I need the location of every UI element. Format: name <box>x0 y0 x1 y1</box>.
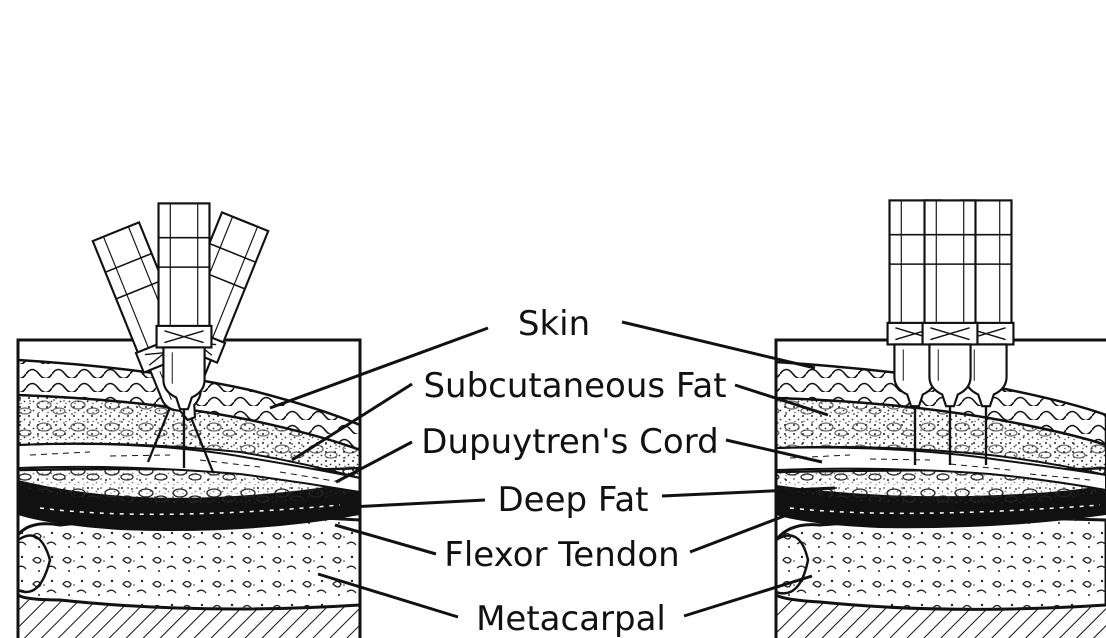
skin-leader-right <box>622 322 815 368</box>
label-metacarpal: Metacarpal <box>476 599 666 638</box>
label-flexor-tendon: Flexor Tendon <box>444 535 679 575</box>
labels: Skin Subcutaneous Fat Dupuytren's Cord D… <box>421 304 726 638</box>
label-skin: Skin <box>518 304 590 344</box>
label-subcutaneous-fat: Subcutaneous Fat <box>423 366 726 406</box>
label-dupuytrens-cord: Dupuytren's Cord <box>421 422 718 462</box>
label-deep-fat: Deep Fat <box>497 480 648 520</box>
